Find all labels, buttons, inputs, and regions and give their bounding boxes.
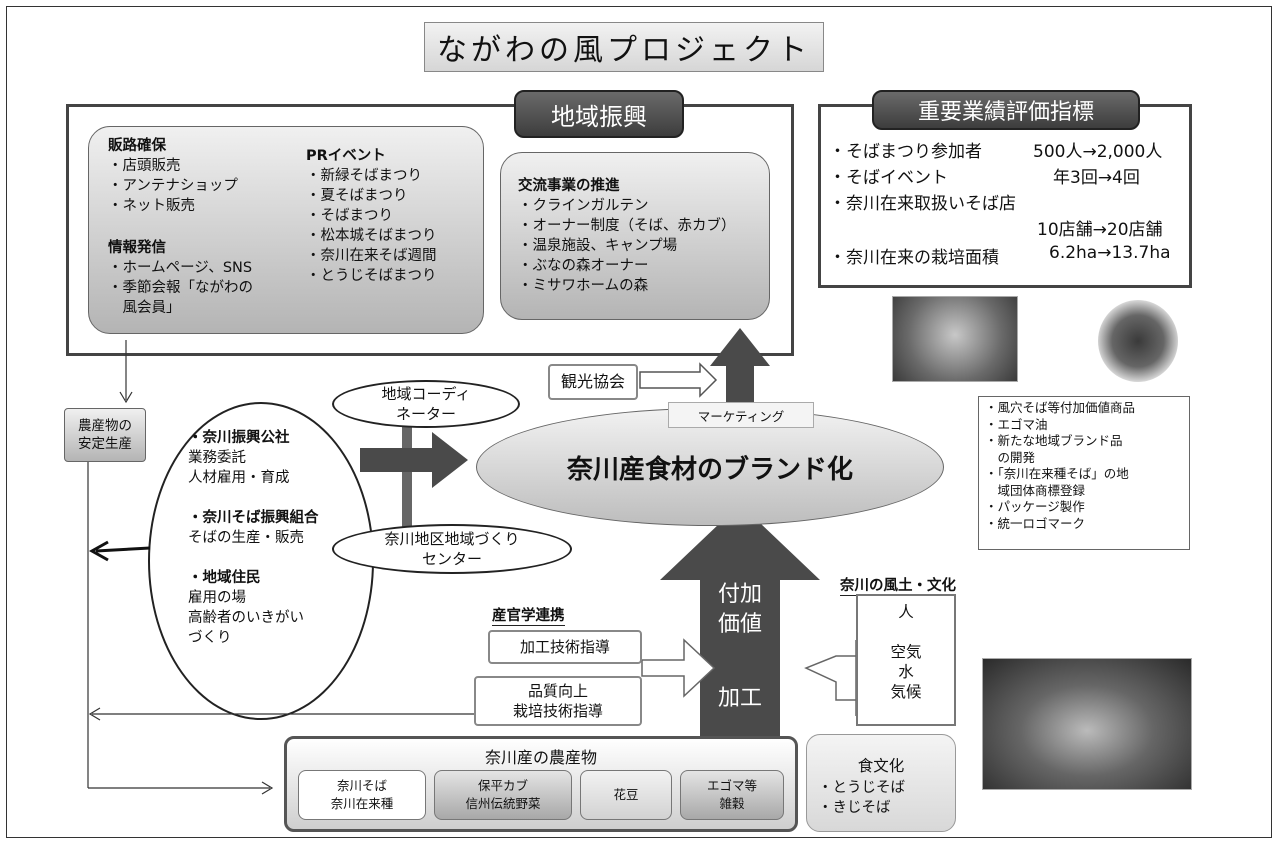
exchange-items: ・クラインガルテン ・オーナー制度（そば、赤カブ） ・温泉施設、キャンプ場 ・ぶ… <box>518 198 736 294</box>
sales-pr-group <box>88 126 484 334</box>
pr-heading: PRイベント <box>306 148 386 164</box>
product-list: ・風穴そば等付加価値商品 ・エゴマ油 ・新たな地域ブランド品 の開発 ・「奈川在… <box>978 396 1190 550</box>
kpi-row1-label: ・そばまつり参加者 <box>829 142 982 162</box>
culture-label-wrap: 奈川の風土・文化 <box>840 574 956 596</box>
academia-label-wrap: 産官学連携 <box>492 604 565 626</box>
actor3-desc: 雇用の場 高齢者のいきがい づくり <box>188 590 304 646</box>
academia-label: 産官学連携 <box>492 608 565 626</box>
sales-items: ・店頭販売 ・アンテナショップ ・ネット販売 <box>108 158 238 214</box>
info-block: 情報発信 ・ホームページ、SNS ・季節会報「ながわの 風会員」 <box>108 238 308 318</box>
tourism-arrow <box>639 362 718 398</box>
info-heading: 情報発信 <box>108 240 166 256</box>
kpi-row1-value: 500人→2,000人 <box>1033 142 1163 162</box>
farm-item-soba: 奈川そば 奈川在来種 <box>298 770 426 820</box>
sales-channel-block: 販路確保 ・店頭販売 ・アンテナショップ ・ネット販売 <box>108 136 308 216</box>
actor2-heading: ・奈川そば振興組合 <box>188 510 319 526</box>
stable-production-box: 農産物の 安定生産 <box>64 408 146 462</box>
info-items: ・ホームページ、SNS ・季節会報「ながわの 風会員」 <box>108 260 253 316</box>
center-ellipse: 奈川地区地域づくり センター <box>332 524 572 574</box>
kpi-row4-value: 6.2ha→13.7ha <box>1049 243 1171 263</box>
farm-item-turnip: 保平カブ 信州伝統野菜 <box>434 770 572 820</box>
kpi-row3-value: 10店舗→20店舗 <box>1037 220 1163 240</box>
food-culture-label: 食文化 <box>857 757 905 775</box>
kpi-row3-label: ・奈川在来取扱いそば店 <box>829 194 1016 214</box>
food-culture-items: ・とうじそば ・きじそば <box>818 780 905 816</box>
farm-item-egoma: エゴマ等 雑穀 <box>680 770 784 820</box>
actors-ellipse <box>148 402 374 720</box>
kpi-row2-value: 年3回→4回 <box>1053 168 1140 188</box>
actors-to-left-line <box>95 546 151 553</box>
culture-box: 人 空気 水 気候 <box>856 594 956 726</box>
value-arrow-bottom-label: 加工 <box>717 686 762 711</box>
egoma-plant-photo <box>1098 300 1178 382</box>
outer-frame <box>6 6 1272 838</box>
exchange-block: 交流事業の推進 ・クラインガルテン ・オーナー制度（そば、赤カブ） ・温泉施設、… <box>518 176 768 296</box>
stable-to-farm-arrowhead <box>261 781 274 795</box>
actor3-heading: ・地域住民 <box>188 570 261 586</box>
page-title: ながわの風プロジェクト <box>424 22 824 72</box>
value-arrow-top-label: 付加 価値 <box>717 582 762 637</box>
regional-promotion-label: 地域振興 <box>514 90 684 138</box>
actors-text: ・奈川振興公社 業務委託 人材雇用・育成 ・奈川そば振興組合 そばの生産・販売 … <box>188 428 368 648</box>
exchange-heading: 交流事業の推進 <box>518 178 620 194</box>
culture-arrow <box>804 640 857 716</box>
food-culture-box <box>806 734 956 832</box>
quality-guidance-box: 品質向上 栽培技術指導 <box>474 676 642 726</box>
regional-promotion-panel <box>66 104 794 356</box>
pr-event-block: PRイベント ・新緑そばまつり ・夏そばまつり ・そばまつり ・松本城そばまつり… <box>306 146 482 286</box>
soba-dish-photo <box>982 658 1192 790</box>
coordinator-ellipse: 地域コーディ ネーター <box>332 380 520 428</box>
actor2-desc: そばの生産・販売 <box>188 530 304 546</box>
actor1-desc: 業務委託 人材雇用・育成 <box>188 450 290 486</box>
farm-item-beans: 花豆 <box>580 770 672 820</box>
actors-to-brand-arrow <box>360 432 468 488</box>
kpi-label: 重要業績評価指標 <box>872 90 1140 130</box>
farm-products-label: 奈川産の農産物 <box>484 748 597 767</box>
product-package-photo <box>892 296 1018 382</box>
quality-to-left-arrowhead <box>88 707 101 721</box>
marketing-label: マーケティング <box>668 402 814 428</box>
actors-to-left-arrowhead <box>88 540 109 562</box>
actor1-heading: ・奈川振興公社 <box>188 430 290 446</box>
kpi-row2-label: ・そばイベント <box>829 168 948 188</box>
exchange-group <box>500 152 770 320</box>
processing-guidance-box: 加工技術指導 <box>488 630 642 664</box>
tourism-box: 観光協会 <box>548 364 638 400</box>
culture-label: 奈川の風土・文化 <box>840 578 956 596</box>
academia-arrow <box>641 638 716 698</box>
region-to-stable-arrowhead <box>119 391 133 404</box>
pr-items: ・新緑そばまつり ・夏そばまつり ・そばまつり ・松本城そばまつり ・奈川在来そ… <box>306 168 437 284</box>
brand-to-region-arrow <box>710 328 770 410</box>
sales-heading: 販路確保 <box>108 138 166 154</box>
kpi-row4-label: ・奈川在来の栽培面積 <box>829 248 999 268</box>
